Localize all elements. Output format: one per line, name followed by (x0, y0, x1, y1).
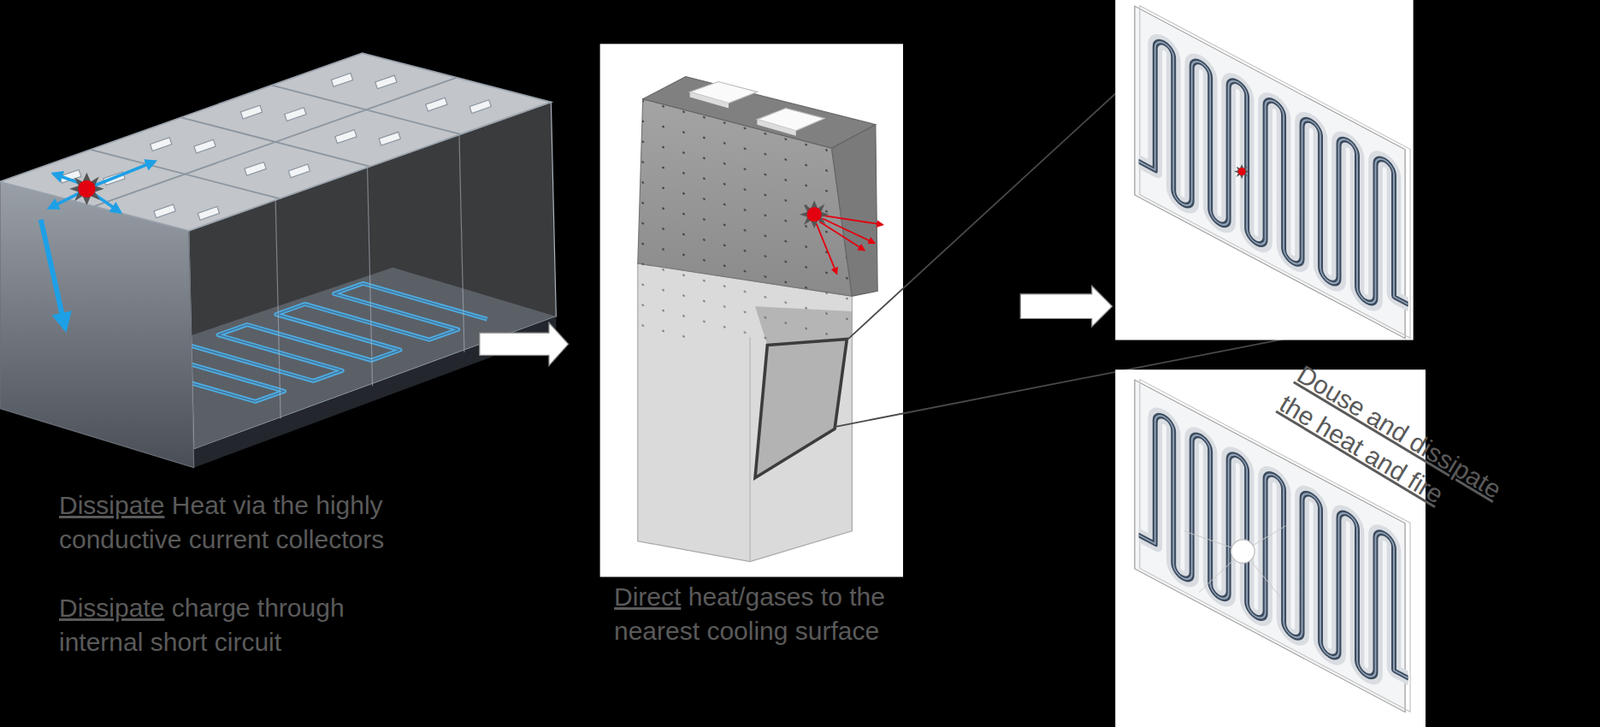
keyword-text: Direct (614, 582, 681, 611)
battery-module (335, 129, 357, 144)
battery-module (240, 105, 262, 119)
battery-module (94, 161, 156, 187)
block-arrow (1020, 285, 1112, 327)
cell-panel (749, 336, 750, 562)
battery-module (94, 77, 457, 207)
leader-line (846, 79, 1131, 340)
cooling-plate-panel (1115, 0, 1413, 342)
cooling-plate-panel (1134, 3, 1411, 342)
cooling-plate-panel (1183, 525, 1286, 598)
battery-module (459, 135, 465, 353)
battery-module (150, 123, 217, 166)
battery-module (425, 97, 448, 112)
cell-panel (600, 43, 904, 577)
battery-module (59, 59, 492, 234)
battery-module (153, 190, 220, 233)
battery-module (153, 204, 176, 219)
battery-module (48, 161, 155, 213)
keyword-text: Dissipate (59, 593, 165, 622)
battery-module (469, 100, 491, 114)
cell-panel (831, 124, 878, 297)
text-block: Dissipatecharge through internal short c… (59, 590, 402, 660)
battery-module (0, 53, 556, 468)
battery-module (194, 139, 216, 154)
cell-panel (799, 200, 829, 228)
cell-panel (755, 338, 847, 478)
cell-panel (643, 76, 876, 149)
battery-module (378, 131, 401, 146)
text-block: DissipateHeat via the highly conductive … (59, 488, 461, 557)
cell-panel (755, 338, 847, 478)
cooling-plate-panel (1231, 539, 1255, 563)
cell-panel (816, 223, 838, 273)
battery-module (48, 191, 82, 208)
battery-module (367, 167, 373, 386)
battery-module (240, 92, 307, 135)
battery-module (90, 77, 461, 207)
cooling-plate-panel (1233, 164, 1250, 179)
battery-module (335, 116, 402, 159)
battery-module (330, 73, 353, 88)
battery-module (330, 59, 397, 102)
cell-panel (600, 43, 904, 577)
cell-panel (690, 91, 729, 108)
battery-module (41, 219, 66, 330)
battery-module (197, 206, 219, 221)
cell-panel (816, 215, 884, 274)
battery-module (244, 148, 311, 191)
battery-module (288, 164, 310, 178)
battery-module (69, 172, 105, 206)
battery-module (150, 137, 172, 152)
block-arrow (479, 322, 569, 366)
cell-panel (756, 119, 796, 136)
battery-module (284, 107, 307, 122)
text-block: Directheat/gases to the nearest cooling … (614, 579, 939, 649)
cell-panel (637, 263, 853, 562)
battery-module (425, 84, 492, 127)
battery-module (275, 200, 281, 419)
battery-module (0, 53, 551, 231)
battery-module (375, 75, 397, 89)
keyword-text: Dissipate (59, 490, 165, 520)
battery-module (244, 161, 266, 176)
